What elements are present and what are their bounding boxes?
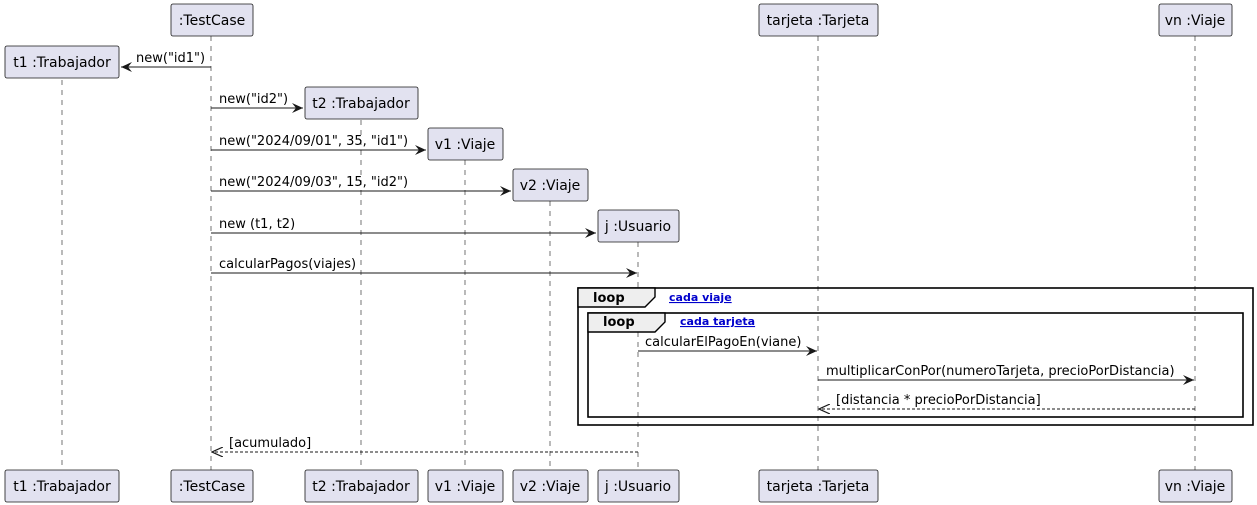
participant-t2-created: t2 :Trabajador [304, 86, 419, 120]
participant-label: t1 :Trabajador [13, 55, 111, 71]
message-calcular-el-pago: calcularElPagoEn(viane) [638, 335, 817, 356]
participant-v2-created: v2 :Viaje [512, 168, 589, 202]
loop-fragment-outer: loop cada viaje [577, 287, 1254, 426]
message-multiplicar: multiplicarConPor(numeroTarjeta, precioP… [818, 364, 1194, 385]
loop-guard-link[interactable]: cada viaje [669, 291, 732, 304]
participant-label: j :Usuario [604, 219, 671, 235]
message-label: new (t1, t2) [219, 217, 295, 232]
participant-label: vn :Viaje [1165, 13, 1226, 29]
message-label: new("2024/09/01", 35, "id1") [219, 134, 408, 149]
loop-keyword: loop [593, 291, 625, 306]
participant-t1-bottom: t1 :Trabajador [4, 469, 120, 503]
message-new-t2: new("id2") [211, 92, 303, 113]
participant-label: t2 :Trabajador [312, 96, 410, 112]
loop-fragment-inner: loop cada tarjeta [587, 312, 1244, 418]
message-label: calcularElPagoEn(viane) [645, 335, 801, 350]
participant-label: tarjeta :Tarjeta [767, 13, 870, 29]
participant-label: j :Usuario [604, 479, 671, 495]
participant-v2-bottom: v2 :Viaje [512, 469, 589, 503]
message-new-j: new (t1, t2) [211, 217, 596, 238]
participant-label: v2 :Viaje [520, 479, 581, 495]
message-label: multiplicarConPor(numeroTarjeta, precioP… [826, 364, 1175, 379]
return-acumulado: [acumulado] [212, 436, 638, 452]
participant-label: t2 :Trabajador [312, 479, 410, 495]
participant-label: t1 :Trabajador [13, 479, 111, 495]
participant-label: v1 :Viaje [435, 137, 496, 153]
participant-tarjeta-top: tarjeta :Tarjeta [758, 3, 879, 37]
participant-label: :TestCase [179, 13, 246, 29]
message-label: [acumulado] [229, 436, 311, 451]
message-label: [distancia * precioPorDistancia] [836, 393, 1041, 408]
message-new-v2: new("2024/09/03", 15, "id2") [211, 175, 511, 196]
message-label: calcularPagos(viajes) [219, 257, 356, 272]
message-new-v1: new("2024/09/01", 35, "id1") [211, 134, 426, 155]
participant-label: :TestCase [179, 479, 246, 495]
participant-vn-bottom: vn :Viaje [1158, 469, 1233, 503]
message-label: new("id1") [136, 51, 205, 66]
loop-keyword: loop [603, 315, 635, 330]
message-new-t1: new("id1") [121, 51, 211, 72]
participant-tarjeta-bottom: tarjeta :Tarjeta [758, 469, 879, 503]
participant-j-created: j :Usuario [597, 209, 680, 243]
message-label: new("2024/09/03", 15, "id2") [219, 175, 408, 190]
participant-label: vn :Viaje [1165, 479, 1226, 495]
participant-testcase-top: :TestCase [170, 3, 254, 37]
participant-j-bottom: j :Usuario [597, 469, 680, 503]
message-label: new("id2") [219, 92, 288, 107]
loop-guard-link[interactable]: cada tarjeta [680, 315, 755, 328]
participant-label: tarjeta :Tarjeta [767, 479, 870, 495]
participant-label: v1 :Viaje [435, 479, 496, 495]
participant-t1-created: t1 :Trabajador [4, 45, 120, 79]
participant-v1-bottom: v1 :Viaje [427, 469, 504, 503]
message-calcular-pagos: calcularPagos(viajes) [211, 257, 637, 278]
participant-vn-top: vn :Viaje [1158, 3, 1233, 37]
participant-label: v2 :Viaje [520, 178, 581, 194]
return-distancia: [distancia * precioPorDistancia] [819, 393, 1195, 409]
participant-t2-bottom: t2 :Trabajador [304, 469, 419, 503]
participant-v1-created: v1 :Viaje [427, 127, 504, 161]
participant-testcase-bottom: :TestCase [170, 469, 254, 503]
